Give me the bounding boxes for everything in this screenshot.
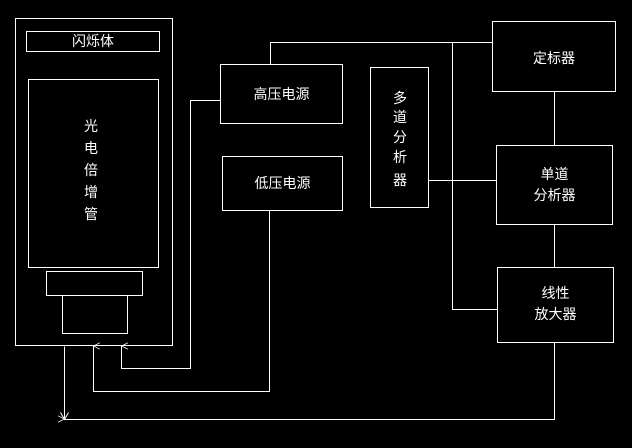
- multichannel-analyzer-box: [370, 67, 429, 208]
- scaler-label: 定标器: [533, 51, 575, 67]
- mca-label-char-1: 多: [393, 90, 407, 107]
- high-voltage-supply-box: [220, 64, 343, 124]
- linear-amplifier-box: [497, 267, 614, 343]
- pmt-label-char-4: 增: [84, 185, 98, 201]
- photomultiplier-tube-box: [28, 79, 159, 268]
- wire-signal-to-amplifier: [64, 342, 555, 420]
- amplifier-label-line-2: 放大器: [535, 307, 577, 323]
- mca-label-char-4: 析: [393, 150, 407, 166]
- mca-label-char-2: 道: [393, 110, 407, 126]
- wire-bus-right: [452, 42, 498, 310]
- scintillator-box: [26, 31, 160, 52]
- pmt-label-char-3: 倍: [84, 163, 98, 179]
- sca-label-line-1: 单道: [541, 167, 569, 183]
- single-channel-analyzer-box: [496, 145, 613, 225]
- wire-hv-top-feed: [270, 42, 453, 65]
- sca-label-line-2: 分析器: [534, 188, 576, 204]
- signal-arrowhead: [60, 412, 69, 421]
- scintillator-label: 闪烁体: [72, 34, 114, 50]
- tube-base: [46, 271, 143, 296]
- pmt-label-char-2: 电: [84, 141, 98, 157]
- amplifier-label-line-1: 线性: [542, 286, 570, 302]
- mca-label-char-3: 分: [393, 130, 407, 146]
- pmt-label-char-1: 光: [84, 119, 98, 135]
- mca-label-char-5: 器: [393, 173, 407, 189]
- wire-lv-to-probe: [94, 210, 270, 392]
- low-voltage-supply-box: [222, 156, 343, 211]
- high-voltage-supply-label: 高压电源: [254, 86, 310, 103]
- pmt-label-char-5: 管: [84, 207, 98, 223]
- tube-socket: [62, 295, 128, 334]
- low-voltage-supply-label: 低压电源: [255, 176, 311, 192]
- wire-hv-to-probe: [122, 100, 221, 369]
